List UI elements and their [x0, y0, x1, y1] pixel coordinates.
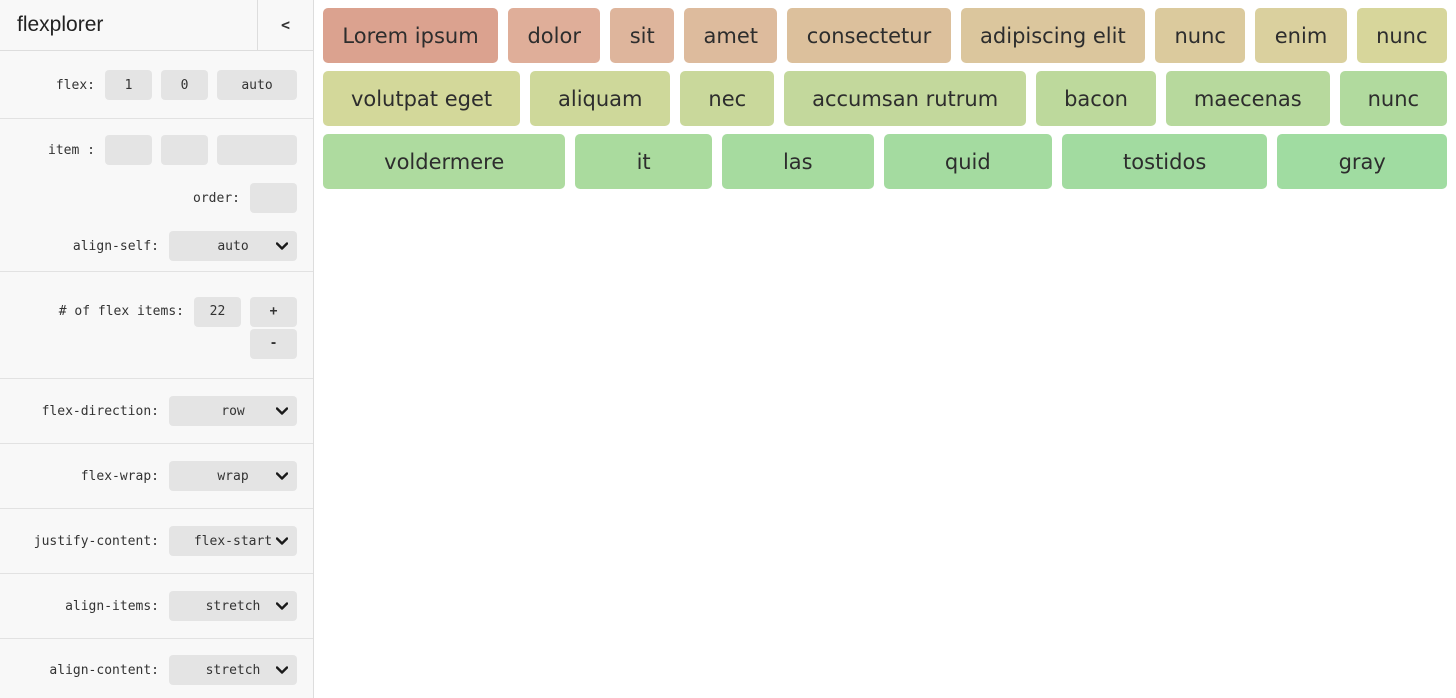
align-self-select[interactable]: auto — [169, 231, 297, 261]
flex-item[interactable]: quid — [883, 134, 1052, 189]
flex-item[interactable]: nunc — [1155, 8, 1246, 63]
flex-item[interactable]: nunc — [1339, 71, 1448, 126]
justify-content-label: justify-content: — [33, 533, 159, 549]
section-flex-wrap: flex-wrap: wrap — [0, 444, 313, 509]
flex-item[interactable]: maecenas — [1165, 71, 1330, 126]
chevron-left-icon: < — [280, 16, 291, 34]
item-flex-shrink-input[interactable] — [161, 135, 208, 165]
flex-item[interactable]: amet — [684, 8, 778, 63]
chevron-down-icon — [276, 407, 288, 415]
align-items-value: stretch — [205, 598, 261, 614]
section-align-items: align-items: stretch — [0, 574, 313, 639]
align-content-select[interactable]: stretch — [169, 655, 297, 685]
chevron-down-icon — [276, 242, 288, 250]
flex-item[interactable]: consectetur — [787, 8, 951, 63]
chevron-down-icon — [276, 602, 288, 610]
flex-item[interactable]: bacon — [1036, 71, 1156, 126]
flex-wrap-label: flex-wrap: — [80, 468, 159, 484]
flex-item-count-label: # of flex items: — [58, 304, 184, 319]
flex-label: flex: — [55, 77, 95, 93]
flex-item[interactable]: nunc — [1356, 8, 1447, 63]
sidebar-header: flexplorer < — [0, 0, 313, 51]
chevron-down-icon — [276, 537, 288, 545]
item-flex-basis-input[interactable] — [217, 135, 297, 165]
align-items-label: align-items: — [65, 598, 159, 614]
section-item: item : order: align-self: auto — [0, 119, 313, 272]
minus-icon: - — [269, 336, 278, 351]
chevron-down-icon — [276, 472, 288, 480]
flex-item[interactable]: Lorem ipsum — [323, 8, 499, 63]
flex-item[interactable]: voldermere — [323, 134, 566, 189]
section-flex-direction: flex-direction: row — [0, 379, 313, 444]
flex-item[interactable]: tostidos — [1061, 134, 1268, 189]
section-count: # of flex items: + - — [0, 272, 313, 379]
flex-direction-label: flex-direction: — [41, 403, 159, 419]
app-title: flexplorer — [17, 13, 104, 36]
flex-direction-value: row — [221, 403, 245, 419]
flex-item-count-input[interactable] — [194, 297, 241, 327]
flex-item[interactable]: accumsan rutrum — [784, 71, 1027, 126]
justify-content-select[interactable]: flex-start — [169, 526, 297, 556]
flex-item[interactable]: enim — [1255, 8, 1347, 63]
justify-content-value: flex-start — [193, 533, 273, 549]
flex-item[interactable]: volutpat eget — [323, 71, 521, 126]
sidebar: flexplorer < flex: item : order: — [0, 0, 314, 698]
remove-item-button[interactable]: - — [250, 329, 297, 359]
flex-basis-input[interactable] — [217, 70, 297, 100]
flex-direction-select[interactable]: row — [169, 396, 297, 426]
chevron-down-icon — [276, 666, 288, 674]
count-button-stack: + - — [250, 297, 297, 359]
align-items-select[interactable]: stretch — [169, 591, 297, 621]
flex-item[interactable]: it — [575, 134, 712, 189]
align-self-label: align-self: — [72, 238, 159, 254]
collapse-sidebar-button[interactable]: < — [257, 0, 313, 50]
order-input[interactable] — [250, 183, 297, 213]
flex-item[interactable]: adipiscing elit — [960, 8, 1146, 63]
section-flex: flex: — [0, 51, 313, 119]
flex-item[interactable]: nec — [680, 71, 775, 126]
flex-wrap-select[interactable]: wrap — [169, 461, 297, 491]
align-content-value: stretch — [205, 662, 261, 678]
flex-item[interactable]: sit — [610, 8, 675, 63]
flex-item[interactable]: dolor — [508, 8, 601, 63]
flex-item[interactable]: las — [721, 134, 874, 189]
flex-shrink-input[interactable] — [161, 70, 208, 100]
item-flex-grow-input[interactable] — [105, 135, 152, 165]
item-label: item : — [48, 142, 95, 158]
plus-icon: + — [269, 304, 278, 319]
section-align-content: align-content: stretch — [0, 639, 313, 698]
flex-grow-input[interactable] — [105, 70, 152, 100]
add-item-button[interactable]: + — [250, 297, 297, 327]
order-label: order: — [193, 190, 240, 206]
flex-item[interactable]: aliquam — [530, 71, 671, 126]
flex-wrap-value: wrap — [217, 468, 249, 484]
section-justify-content: justify-content: flex-start — [0, 509, 313, 574]
align-content-label: align-content: — [49, 662, 159, 678]
flex-item[interactable]: gray — [1277, 134, 1447, 189]
align-self-value: auto — [217, 238, 249, 254]
